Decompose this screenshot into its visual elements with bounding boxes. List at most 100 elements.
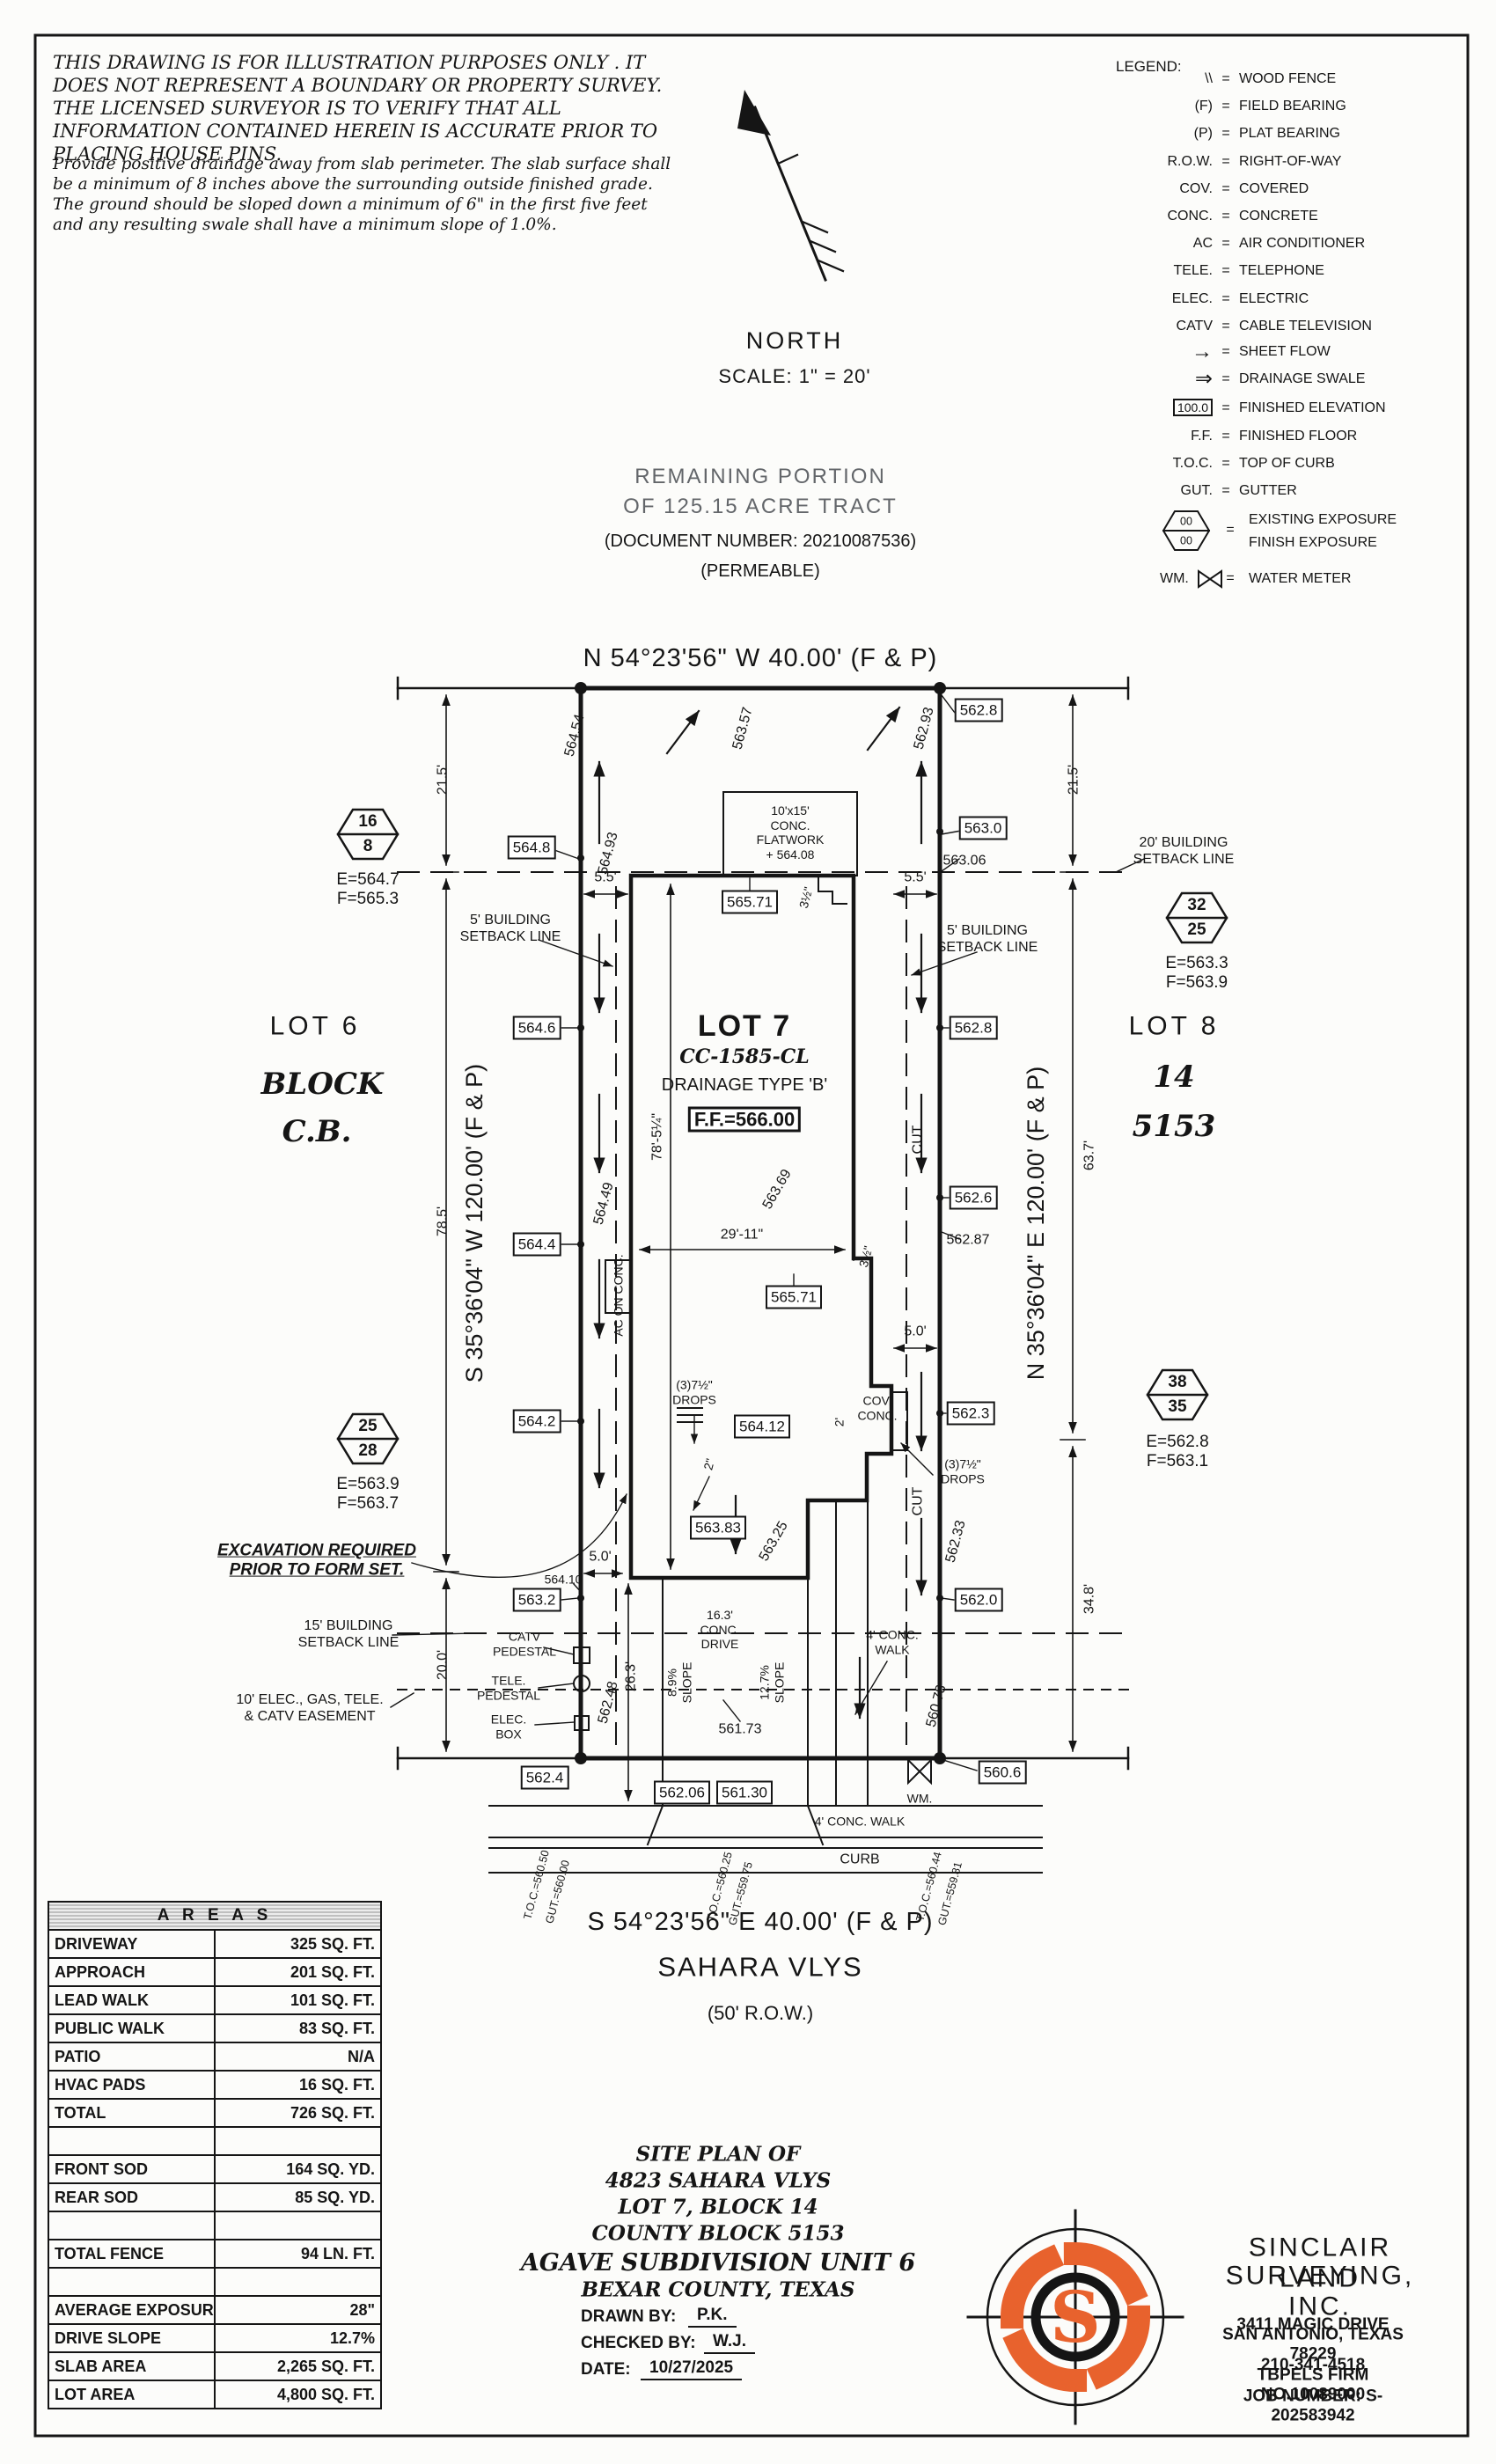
hex-marker-f: F=563.9 — [1165, 972, 1228, 992]
flatwork-label: 10'x15' CONC. FLATWORK + 564.08 — [756, 803, 825, 862]
title-county: BEXAR COUNTY, TEXAS — [581, 2277, 855, 2302]
disclaimer-note: THIS DRAWING IS FOR ILLUSTRATION PURPOSE… — [53, 52, 663, 165]
firm-phone: 210-341-4518 — [1260, 2355, 1366, 2374]
area-name — [48, 2267, 216, 2297]
excavation-note: EXCAVATION REQUIRED PRIOR TO FORM SET. — [217, 1541, 416, 1580]
legend-equals: = — [1221, 181, 1230, 196]
area-value: 94 LN. FT. — [214, 2239, 382, 2269]
lot7-title: LOT 7 — [697, 1008, 792, 1043]
scale-label: SCALE: 1" = 20' — [718, 365, 871, 388]
water-meter-label: WM. — [906, 1791, 933, 1806]
firm-name: SURVEYING, INC. — [1225, 2261, 1415, 2321]
area-name: TOTAL — [48, 2098, 216, 2128]
firm-name: SINCLAIR LAND — [1248, 2233, 1392, 2293]
area-name: DRIVE SLOPE — [48, 2323, 216, 2353]
legend-equals: = — [1221, 71, 1230, 86]
row-symbol: R.O.W. — [1167, 154, 1213, 169]
area-value: 4,800 SQ. FT. — [214, 2380, 382, 2409]
spot-elevation: 565.71 — [766, 1285, 822, 1309]
hex-marker-value: 16 — [358, 811, 378, 831]
area-value: 325 SQ. FT. — [214, 1929, 382, 1959]
hex-marker-value: 35 — [1168, 1397, 1187, 1416]
area-value: N/A — [214, 2042, 382, 2072]
ff-symbol: F.F. — [1191, 429, 1213, 444]
dimension-label: 21.5' — [435, 764, 451, 796]
legend-label: DRAINAGE SWALE — [1239, 371, 1366, 386]
legend-item: AC=AIR CONDITIONER — [1111, 236, 1464, 252]
hex-marker-f: F=563.1 — [1146, 1451, 1209, 1470]
legend-label: RIGHT-OF-WAY — [1239, 154, 1342, 169]
legend-equals: = — [1221, 154, 1230, 169]
spot-elevation: 562.0 — [954, 1588, 1003, 1612]
setback-20-label: 20' BUILDING SETBACK LINE — [1133, 835, 1235, 867]
firm-license: TBPELS FIRM NO.10089000 — [1257, 2365, 1369, 2404]
area-value: 16 SQ. FT. — [214, 2070, 382, 2100]
title-line: SITE PLAN OF — [635, 2142, 801, 2167]
hex-marker-value: 25 — [1187, 920, 1206, 939]
spot-elevation: 560.6 — [978, 1760, 1027, 1785]
legend-label: CONCRETE — [1239, 209, 1318, 224]
checked-by-value: W.J. — [704, 2332, 756, 2355]
tract-document: (DOCUMENT NUMBER: 20210087536) — [604, 532, 917, 552]
spot-elevation: 561.30 — [716, 1780, 773, 1805]
dimension-lines — [433, 687, 1086, 1801]
hex-marker-f: F=565.3 — [336, 889, 400, 908]
date-value: 10/27/2025 — [641, 2358, 743, 2381]
slope-label: 12.7% SLOPE — [757, 1661, 786, 1704]
leader-lines — [390, 694, 1145, 1771]
bearing-north: N 54°23'56" W 40.00' (F & P) — [583, 643, 938, 672]
tract-permeable: (PERMEABLE) — [700, 561, 820, 582]
legend-item: CATV=CABLE TELEVISION — [1111, 319, 1464, 334]
legend-label: ELECTRIC — [1239, 291, 1309, 306]
dimension-label: 26.3' — [623, 1661, 639, 1692]
hex-marker-e: E=564.7 — [336, 869, 400, 889]
legend-item: TELE.=TELEPHONE — [1111, 263, 1464, 279]
ground-elevation: 562.87 — [946, 1232, 990, 1248]
street-name: SAHARA VLYS — [657, 1951, 863, 1983]
catv-symbol: CATV — [1176, 319, 1213, 334]
area-value: 201 SQ. FT. — [214, 1957, 382, 1987]
legend-equals: = — [1221, 456, 1230, 471]
area-value: 101 SQ. FT. — [214, 1985, 382, 2015]
slope-label: 8.9% SLOPE — [664, 1661, 693, 1704]
table-row — [48, 2126, 382, 2156]
water-meter-icon — [907, 1757, 932, 1786]
hex-marker-e: E=562.8 — [1146, 1432, 1209, 1451]
area-name — [48, 2126, 216, 2156]
hex-marker-value: 38 — [1168, 1372, 1187, 1391]
legend-equals: = — [1221, 126, 1230, 141]
area-name: LOT AREA — [48, 2380, 216, 2409]
north-arrow-icon — [737, 90, 845, 282]
covered-concrete-label: COV. CONC. — [857, 1393, 898, 1422]
area-value: 2,265 SQ. FT. — [214, 2351, 382, 2381]
drawn-by-value: P.K. — [688, 2306, 737, 2328]
finished-elevation-box: 100.0 — [1172, 399, 1213, 416]
spot-elevation: 563.2 — [512, 1588, 561, 1612]
curb-label: CURB — [840, 1852, 880, 1867]
spot-elevation: 562.6 — [949, 1185, 998, 1210]
elec-box-label: ELEC. BOX — [490, 1712, 527, 1741]
dimension-label: 21.5' — [1066, 764, 1082, 796]
dimension-label: 2' — [832, 1417, 847, 1427]
dimension-label: 5.5' — [594, 869, 617, 885]
dimension-label: 78.5' — [435, 1206, 451, 1237]
walk-label: 4' CONC. WALK — [866, 1627, 919, 1656]
spot-elevation: 562.8 — [949, 1016, 998, 1040]
legend-label: GUTTER — [1239, 483, 1297, 498]
dimension-label: 63.7' — [1082, 1140, 1097, 1171]
ground-elevation: 561.73 — [718, 1721, 762, 1737]
legend-exposure-bottom: 00 — [1180, 534, 1192, 547]
legend-label: PLAT BEARING — [1239, 126, 1340, 141]
legend-item: R.O.W. = RIGHT-OF-WAY — [1111, 154, 1464, 170]
logo-letter: S — [1050, 2275, 1101, 2358]
legend-item: 100.0=FINISHED ELEVATION — [1111, 399, 1464, 416]
legend-equals: = — [1226, 570, 1235, 586]
dimension-label: 5.5' — [904, 869, 927, 885]
legend-item: CONC.=CONCRETE — [1111, 209, 1464, 224]
area-name: PUBLIC WALK — [48, 2013, 216, 2043]
ground-elevation: 564.10 — [544, 1572, 583, 1587]
